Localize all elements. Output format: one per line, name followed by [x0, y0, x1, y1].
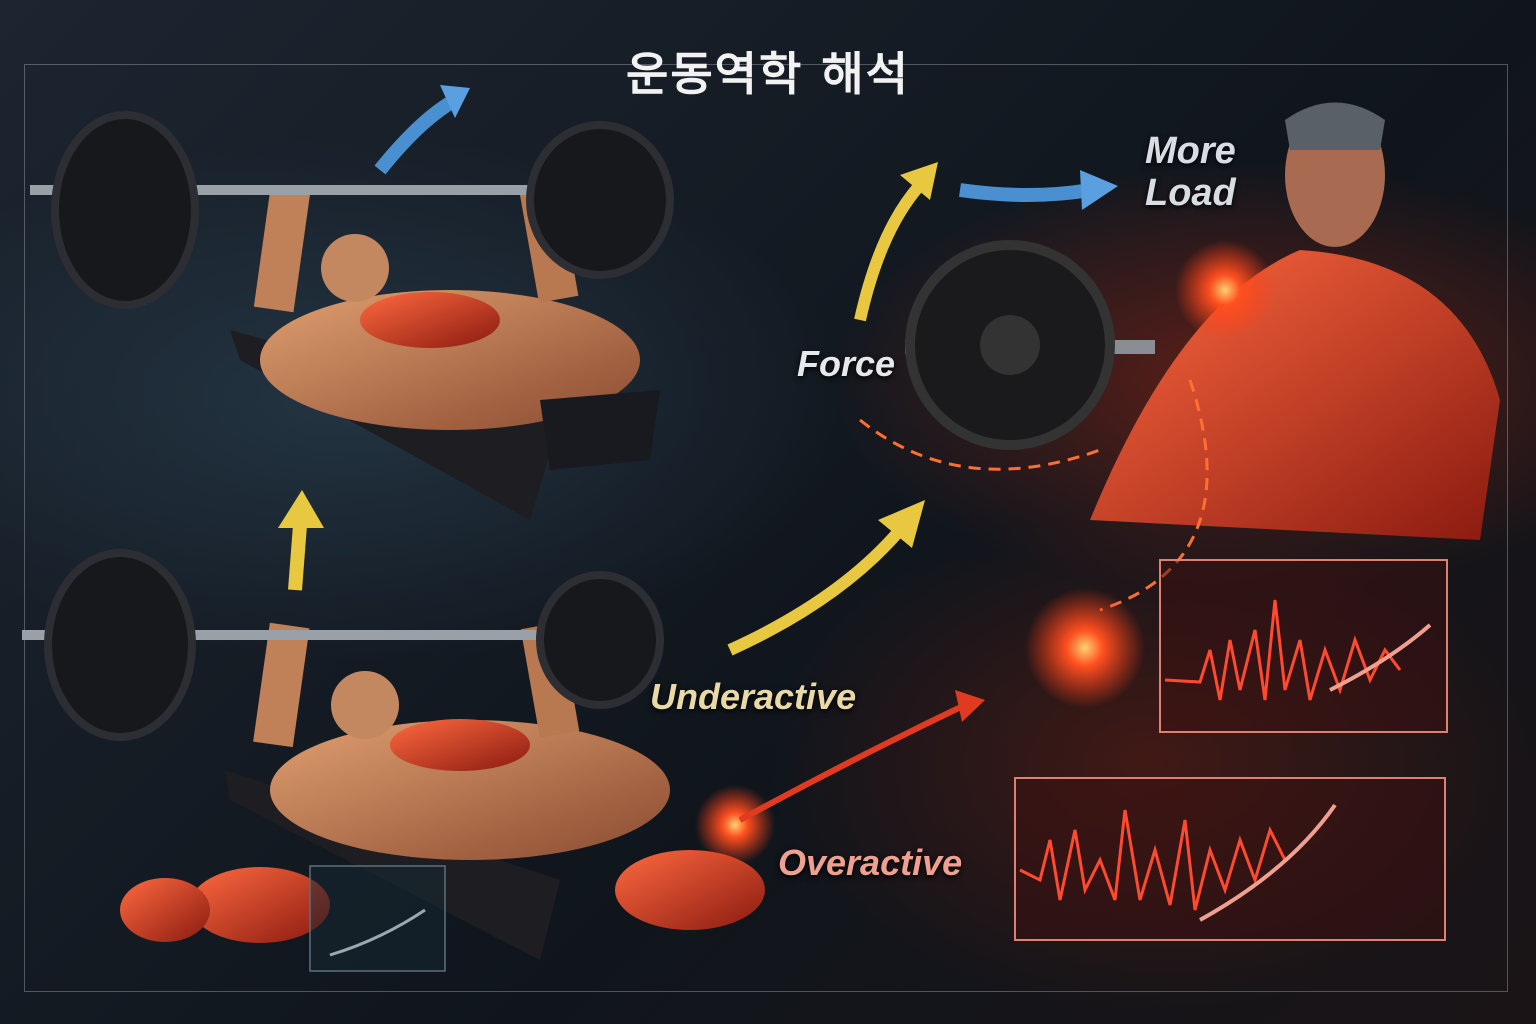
arrows [278, 85, 1145, 823]
top-bench-press-figure [30, 111, 674, 520]
frame-border [24, 64, 1508, 992]
more-text: More [1145, 130, 1236, 172]
force-label: Force [797, 343, 896, 384]
underactive-label: Underactive [650, 676, 857, 717]
yellow-arrow-icon [900, 162, 938, 200]
signal-chart-lower [1014, 777, 1446, 941]
signal-chart-upper [1159, 559, 1448, 733]
red-arrow-icon [955, 690, 985, 722]
page-title: 운동역학 해석 [626, 47, 910, 101]
blue-arrow-icon [1080, 170, 1118, 210]
bottom-bench-press-figure [22, 549, 775, 960]
blue-arrow-icon [440, 85, 470, 118]
small-chart [309, 865, 446, 972]
yellow-arrow-icon [878, 500, 925, 548]
yellow-arrow-icon [278, 490, 324, 528]
more-load-label: More Load [1145, 130, 1236, 214]
shoulder-muscle-figure [859, 102, 1500, 612]
overactive-label: Overactive [778, 842, 963, 883]
load-text: Load [1145, 172, 1236, 214]
